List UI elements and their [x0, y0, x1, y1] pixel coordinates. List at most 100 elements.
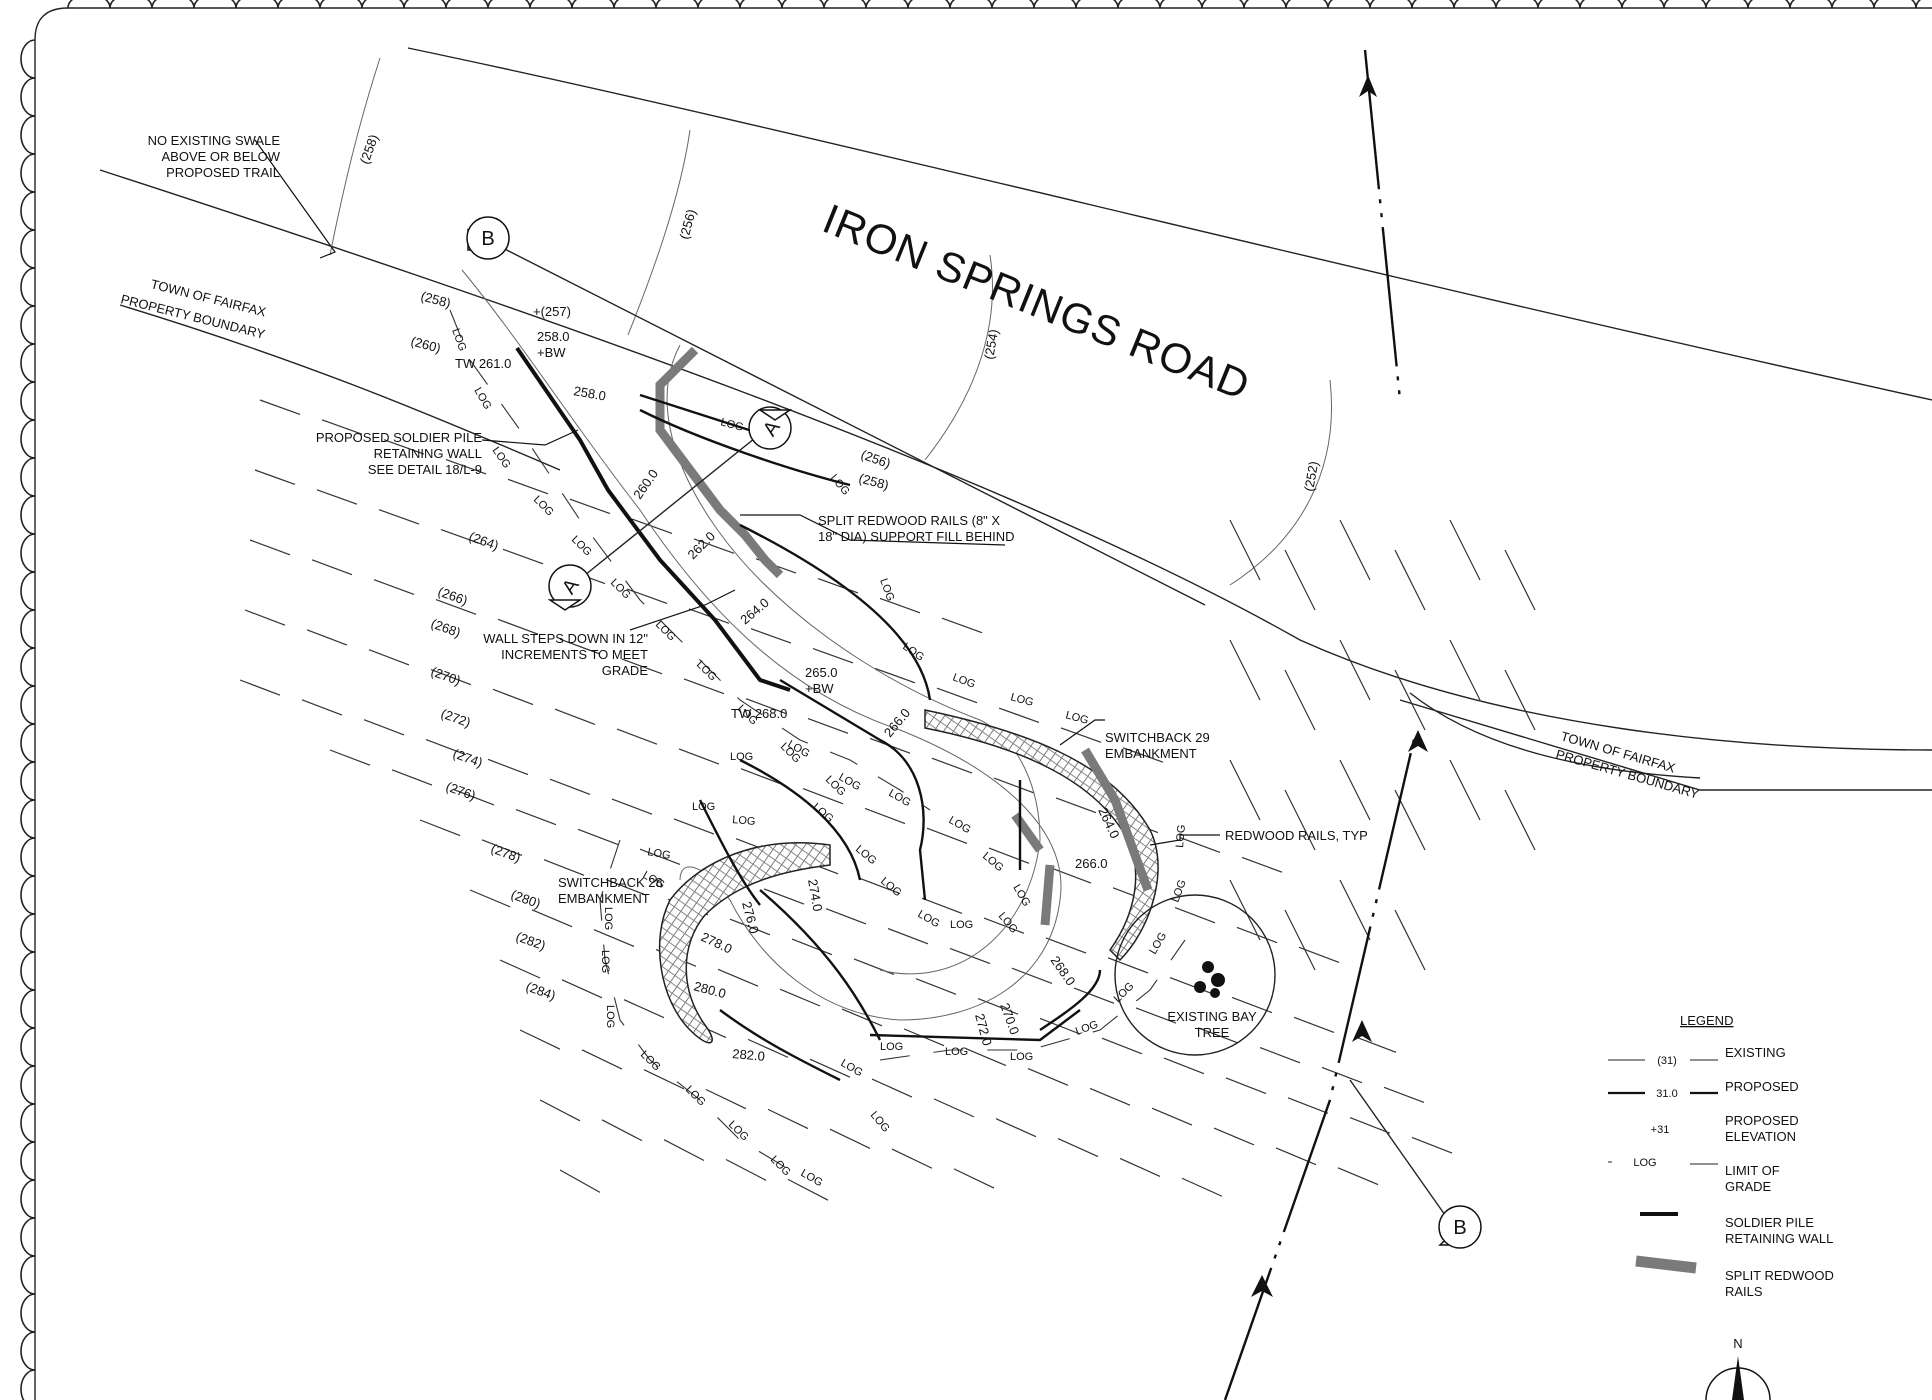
- existing-grade-dash: [864, 807, 906, 825]
- road-edge-north: [407, 47, 1932, 401]
- existing-grade-dash: [1011, 967, 1053, 985]
- svg-text:18" DIA) SUPPORT FILL BEHIND: 18" DIA) SUPPORT FILL BEHIND: [818, 529, 1015, 544]
- existing-grade-dash: [1151, 1107, 1193, 1126]
- cloud-scallop: [1411, 0, 1455, 9]
- split-redwood-rails-upper: [655, 346, 784, 579]
- cloud-scallop: [20, 457, 36, 497]
- cloud-scallop: [697, 0, 741, 9]
- existing-contour-label: (276): [444, 779, 478, 803]
- cloud-scallop: [655, 0, 699, 9]
- proposed-contour-label: 272.0: [972, 1012, 995, 1047]
- cloud-scallop: [20, 229, 36, 269]
- existing-grade-dash: [791, 938, 833, 956]
- existing-grade-dash: [1174, 907, 1216, 924]
- existing-grade-dash: [554, 708, 596, 725]
- trail-outline-inner: [666, 344, 1041, 975]
- log-label: LOG: [878, 875, 904, 899]
- cloud-scallop: [865, 0, 909, 9]
- proposed-contour-label: 264.0: [737, 595, 772, 627]
- svg-text:PROPOSED: PROPOSED: [1725, 1079, 1799, 1094]
- svg-text:GRADE: GRADE: [602, 663, 649, 678]
- existing-grade-dash: [1229, 759, 1261, 821]
- cloud-scallop: [20, 381, 36, 421]
- existing-grade-dash: [1122, 747, 1164, 763]
- cloud-scallop: [20, 1331, 36, 1371]
- note-no-swale: NO EXISTING SWALE ABOVE OR BELOW PROPOSE…: [148, 133, 281, 180]
- existing-grade-dash: [809, 1058, 851, 1078]
- existing-grade-dash: [453, 789, 495, 806]
- existing-grade-dash: [725, 1158, 767, 1181]
- log-label: LOG: [810, 801, 836, 825]
- svg-text:SEE DETAIL 18/L-9: SEE DETAIL 18/L-9: [368, 462, 482, 477]
- existing-contour-label: (252): [1301, 460, 1321, 493]
- cloud-scallop: [109, 0, 153, 9]
- existing-grade-dash: [435, 598, 477, 615]
- legend-title: LEGEND: [1680, 1013, 1733, 1028]
- existing-contour-label: (258): [357, 132, 381, 166]
- proposed-contour-label: 266.0: [881, 705, 913, 740]
- svg-text:WALL STEPS DOWN IN 12": WALL STEPS DOWN IN 12": [483, 631, 648, 646]
- svg-text:31.0: 31.0: [1656, 1088, 1677, 1100]
- existing-grade-dash: [577, 828, 619, 846]
- existing-grade-dash: [1181, 1177, 1223, 1197]
- existing-grade-dash: [1383, 1086, 1425, 1104]
- existing-grade-dash: [812, 647, 854, 664]
- log-label: LOG: [768, 1154, 793, 1179]
- cloud-scallop: [319, 0, 363, 9]
- existing-grade-dash: [921, 897, 963, 915]
- existing-grade-dash: [825, 908, 867, 925]
- cloud-scallop: [529, 0, 573, 9]
- log-label: LOG: [569, 534, 594, 559]
- section-line-b: [486, 239, 1206, 606]
- existing-grade-dash: [1355, 1036, 1397, 1053]
- existing-grade-dash: [254, 469, 296, 485]
- existing-contour-254-arc: [924, 254, 993, 461]
- existing-grade-dash: [953, 1168, 995, 1189]
- existing-grade-dash: [383, 439, 425, 455]
- north-arrow: N: [1705, 1336, 1771, 1400]
- cloud-scallop: [1369, 0, 1413, 9]
- existing-grade-dash: [519, 1029, 561, 1050]
- existing-grade-dash: [469, 889, 511, 908]
- svg-text:SOLDIER PILE: SOLDIER PILE: [1725, 1215, 1814, 1230]
- svg-text:EMBANKMENT: EMBANKMENT: [1105, 746, 1197, 761]
- existing-grade-dash: [507, 478, 549, 495]
- cloud-scallop: [907, 0, 951, 9]
- log-label: LOG: [947, 814, 973, 836]
- existing-grade-dash: [1298, 946, 1340, 964]
- path-arrow-east: [1408, 730, 1428, 752]
- note-soldier-pile: PROPOSED SOLDIER PILE RETAINING WALL SEE…: [316, 430, 482, 477]
- proposed-contour-label: 270.0: [997, 1001, 1022, 1037]
- svg-text:TW 268.0: TW 268.0: [731, 706, 787, 721]
- walking-path-line-south: [1223, 734, 1417, 1400]
- existing-grade-dash: [887, 927, 929, 945]
- log-label: LOG: [1170, 878, 1189, 904]
- existing-grade-dash: [378, 509, 420, 525]
- svg-text:RETAINING WALL: RETAINING WALL: [374, 446, 482, 461]
- existing-grade-dash: [419, 819, 461, 837]
- existing-grade-dash: [643, 1069, 685, 1090]
- svg-text:+BW: +BW: [537, 345, 566, 360]
- existing-grade-dash: [616, 728, 658, 745]
- proposed-contour-label: 266.0: [1075, 856, 1108, 871]
- existing-grade-dash: [767, 1108, 809, 1130]
- existing-grade-dash: [1135, 1007, 1177, 1024]
- cloud-scallop: [1915, 0, 1922, 9]
- note-wall-steps: WALL STEPS DOWN IN 12" INCREMENTS TO MEE…: [483, 631, 648, 678]
- section-marker-a-lower: A: [547, 564, 592, 611]
- path-arrow-north: [1359, 75, 1377, 97]
- svg-text:GRADE: GRADE: [1725, 1179, 1772, 1194]
- log-label: LOG: [950, 919, 973, 931]
- svg-text:EXISTING: EXISTING: [1725, 1045, 1786, 1060]
- cloud-scallop: [1663, 0, 1707, 9]
- log-label: LOG: [599, 950, 611, 973]
- cloud-scallop: [20, 39, 36, 79]
- existing-grade-dash: [306, 629, 348, 646]
- cloud-scallop: [1831, 0, 1875, 9]
- cloud-scallop: [20, 913, 36, 953]
- switchback-28-embankment: [658, 842, 831, 1044]
- svg-text:EMBANKMENT: EMBANKMENT: [558, 891, 650, 906]
- existing-grade-dash: [1225, 1077, 1267, 1095]
- existing-contour-label: (280): [509, 887, 543, 911]
- existing-grade-dash: [1293, 1016, 1335, 1034]
